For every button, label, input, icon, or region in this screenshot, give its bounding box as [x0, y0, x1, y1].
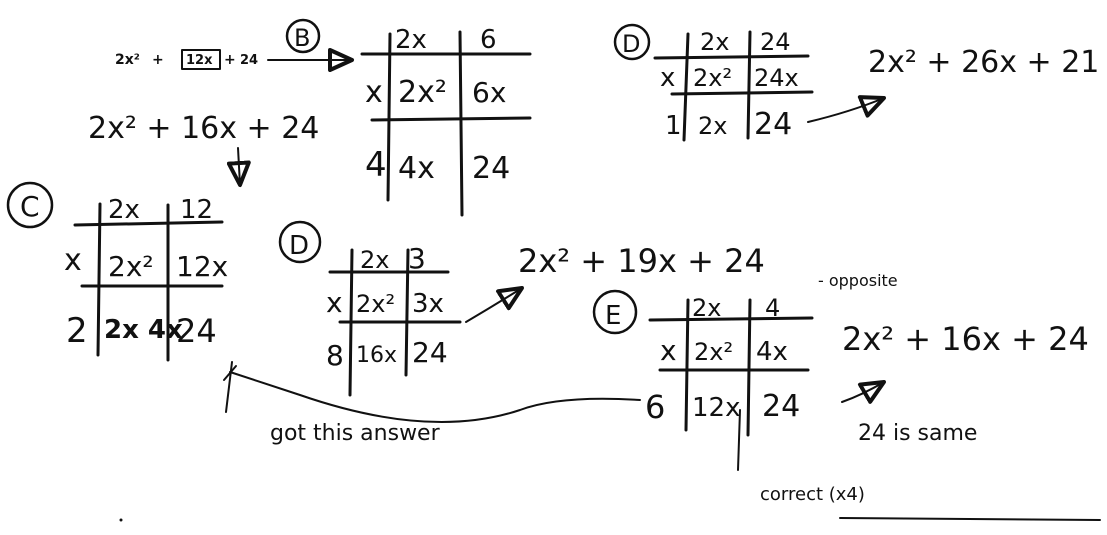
grid-c-top-1: 2x	[108, 195, 140, 225]
expr-plus2: +	[224, 52, 236, 68]
grid-d-mid-side-2: 8	[326, 339, 344, 372]
grid-b-letter: B	[294, 24, 310, 52]
grid-c-cell-21: 2x 4x	[104, 315, 183, 345]
arrow-to-grid-c	[226, 147, 251, 187]
arrow-to-d-top-result	[807, 95, 886, 123]
grid-d-mid-letter-circle	[278, 220, 322, 264]
grid-e-note-opposite: - opposite	[818, 271, 898, 290]
grid-b-cell-21: 4x	[398, 151, 435, 186]
expr-boxed-term: 12x	[186, 53, 213, 68]
expr-term3: 24	[240, 53, 258, 68]
grid-c-cell-11: 2x²	[108, 250, 154, 283]
grid-d-top-result: 2x² + 26x + 21	[868, 45, 1099, 80]
grid-e-cell-12: 4x	[756, 337, 788, 367]
grid-c-side-2: 2	[66, 311, 88, 351]
grid-d-top-top-2: 24	[760, 28, 791, 56]
grid-d-top-top-1: 2x	[700, 28, 729, 56]
grid-d-mid-cell-12: 3x	[412, 289, 444, 319]
grid-d-mid-top-2: 3	[408, 242, 426, 275]
grid-c-letter: C	[20, 190, 40, 223]
grid-e-side-2: 6	[645, 388, 665, 426]
correct-tick	[737, 409, 741, 471]
grid-d-top-side-1: x	[660, 63, 675, 93]
connector-curve	[229, 371, 641, 423]
grid-d-mid-side-1: x	[326, 286, 343, 319]
grid-b: B 2x 6 x 4 2x² 6x 4x 24	[285, 18, 532, 217]
grid-c-cell-22: 24	[176, 312, 217, 350]
grid-d-top-letter-circle	[613, 23, 651, 61]
expr-term1: 2x²	[115, 52, 140, 68]
expr-plus1: +	[152, 52, 164, 68]
grid-b-cell-22: 24	[472, 151, 510, 186]
grid-e-cell-11: 2x²	[694, 338, 733, 366]
arrow-to-d-mid-result	[465, 286, 524, 323]
bottom-rule	[839, 517, 1101, 521]
arrow-to-e-result	[841, 380, 886, 404]
grid-b-top-1: 2x	[395, 25, 427, 55]
grid-e-top-1: 2x	[692, 294, 721, 322]
grid-d-mid: D 2x 3 x 8 2x² 3x 16x 24	[278, 220, 462, 397]
grid-e-result: 2x² + 16x + 24	[842, 320, 1089, 358]
grid-d-top-side-2: 1	[665, 111, 682, 141]
boxed-term-frame	[181, 49, 221, 70]
rewritten-expression: 2x² + 16x + 24	[88, 111, 319, 146]
note-got-answer: got this answer	[270, 421, 441, 446]
grid-d-top-cell-21: 2x	[698, 112, 727, 140]
grid-e-note-same: 24 is same	[858, 421, 977, 446]
stray-dot	[119, 518, 123, 522]
grid-d-mid-letter: D	[289, 231, 309, 261]
grid-d-mid-cell-11: 2x²	[356, 290, 395, 318]
grid-e-side-1: x	[660, 334, 677, 367]
grid-c-top-2: 12	[180, 195, 213, 225]
grid-d-mid-cell-22: 24	[412, 336, 448, 369]
grid-d-top-letter: D	[622, 30, 640, 58]
grid-c: C 2x 12 x 2 2x² 12x 2x 4x 24	[6, 181, 228, 362]
grid-e-cell-21: 12x	[692, 393, 740, 423]
grid-e: E 2x 4 x 6 2x² 4x 12x 24	[592, 289, 814, 437]
grid-d-mid-result: 2x² + 19x + 24	[518, 242, 765, 280]
grid-c-side-1: x	[64, 243, 82, 278]
grid-b-cell-11: 2x²	[398, 75, 447, 110]
grid-b-cell-12: 6x	[472, 76, 506, 109]
grid-e-letter: E	[605, 301, 621, 331]
note-correct: correct (x4)	[760, 484, 865, 505]
grid-d-mid-top-1: 2x	[360, 246, 389, 274]
grid-e-cell-22: 24	[762, 389, 800, 424]
grid-b-top-2: 6	[480, 25, 497, 55]
grid-e-letter-circle	[592, 289, 638, 335]
grid-d-top: D 2x 24 x 1 2x² 24x 2x 24	[613, 23, 814, 142]
grid-d-top-cell-11: 2x²	[693, 64, 732, 92]
grid-b-letter-circle	[285, 18, 321, 54]
grid-d-top-cell-22: 24	[754, 107, 792, 142]
grid-d-top-cell-12: 24x	[754, 64, 799, 92]
grid-d-mid-cell-21: 16x	[356, 343, 397, 368]
grid-b-side-2: 4	[365, 145, 387, 185]
grid-b-side-1: x	[365, 75, 383, 110]
grid-e-top-2: 4	[765, 294, 780, 322]
grid-c-letter-circle	[6, 181, 54, 229]
grid-c-cell-12: 12x	[176, 250, 228, 283]
original-expression: 2x² + 12x + 24	[115, 49, 258, 70]
